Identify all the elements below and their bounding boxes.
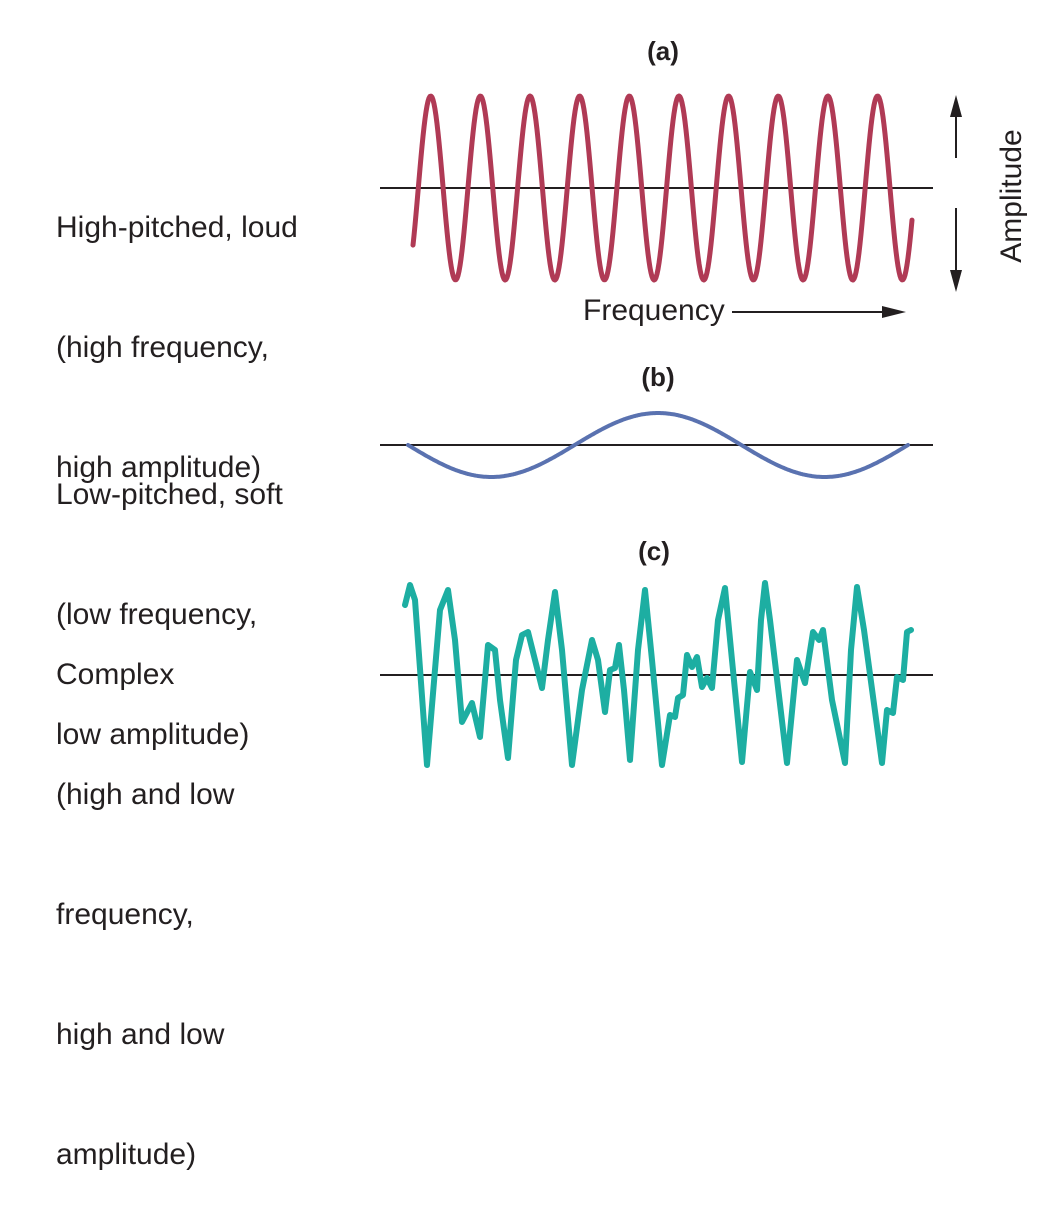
- arrow-right-icon: [882, 306, 906, 318]
- description-line: amplitude): [56, 1138, 197, 1171]
- waveform-diagram: [380, 93, 962, 768]
- panel-b-wave: [406, 411, 910, 479]
- arrow-up-icon: [950, 95, 962, 117]
- amplitude-axis-label: Amplitude: [995, 129, 1028, 263]
- panel-b-description: Low-pitched, soft (low frequency, low am…: [56, 395, 283, 795]
- description-line: (high and low: [56, 778, 235, 811]
- panel-b-label: (b): [641, 362, 675, 392]
- panel-a-label: (a): [647, 36, 679, 66]
- frequency-axis-label: Frequency: [583, 294, 725, 327]
- panel-c-label: (c): [638, 536, 670, 566]
- description-line: (high frequency,: [56, 331, 269, 364]
- amplitude-arrow: [950, 95, 962, 292]
- arrow-down-icon: [950, 270, 962, 292]
- description-line: high amplitude): [56, 451, 262, 484]
- panel-a-description: High-pitched, loud (high frequency, high…: [56, 128, 298, 528]
- description-line: Low-pitched, soft: [56, 478, 283, 511]
- description-line: low amplitude): [56, 718, 250, 751]
- description-line: high and low: [56, 1018, 225, 1051]
- panel-a-wave: [410, 93, 915, 283]
- description-line: frequency,: [56, 898, 194, 931]
- description-line: (low frequency,: [56, 598, 258, 631]
- description-line: Complex: [56, 658, 175, 691]
- panel-c-wave: [402, 580, 914, 768]
- frequency-arrow: [732, 306, 906, 318]
- description-line: High-pitched, loud: [56, 211, 298, 244]
